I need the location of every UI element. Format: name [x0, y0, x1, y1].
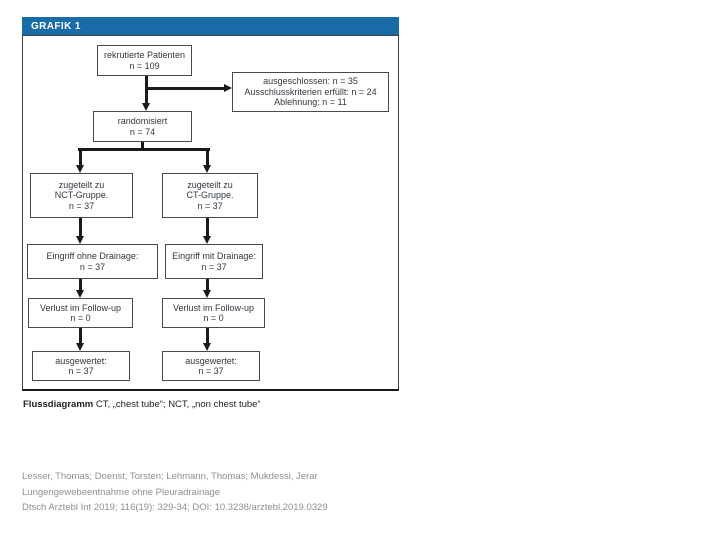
arrow-to-excluded — [145, 87, 224, 90]
node-line: n = 0 — [203, 313, 224, 323]
node-line: ausgewertet: — [55, 355, 107, 366]
node-line: n = 37 — [201, 261, 227, 272]
flow-node-nct-procedure: Eingriff ohne Drainage: n = 37 — [27, 244, 158, 279]
node-line: n = 109 — [129, 60, 160, 71]
figure-caption: Flussdiagramm CT, „chest tube“; NCT, „no… — [23, 399, 399, 410]
flow-node-randomized: randomisiert n = 74 — [93, 111, 192, 142]
arrow-nct-followup-to-analyzed — [79, 328, 82, 343]
arrowhead-down-icon — [203, 165, 211, 173]
citation-block: Lesser, Thomas; Doenst, Torsten; Lehmann… — [22, 469, 442, 516]
flow-node-recruited: rekrutierte Patienten n = 109 — [97, 45, 192, 76]
arrow-ct-group-to-procedure — [206, 218, 209, 236]
arrowhead-down-icon — [203, 236, 211, 244]
flow-node-ct-analyzed: ausgewertet: n = 37 — [162, 351, 260, 381]
arrow-recruited-to-randomized — [145, 76, 148, 104]
node-line: n = 37 — [198, 366, 224, 376]
arrow-split-left — [79, 148, 82, 165]
arrow-ct-followup-to-analyzed — [206, 328, 209, 343]
node-line: NCT-Gruppe. — [54, 190, 109, 201]
arrow-split-bar — [78, 148, 210, 151]
flow-node-nct-group: zugeteilt zu NCT-Gruppe. n = 37 — [30, 173, 133, 218]
arrowhead-down-icon — [203, 290, 211, 298]
node-line: ausgeschlossen: n = 35 — [263, 76, 358, 87]
arrow-split-right — [206, 148, 209, 165]
citation-title: Lungengewebeentnahme ohne Pleuradrainage — [22, 486, 221, 498]
node-line: CT-Gruppe. — [186, 190, 234, 201]
node-line: Eingriff mit Drainage: — [172, 251, 256, 261]
node-line: Eingriff ohne Drainage: — [46, 251, 139, 261]
node-line: Ablehnung: n = 11 — [274, 97, 347, 108]
flow-node-ct-followup: Verlust im Follow-up n = 0 — [162, 298, 265, 328]
node-line: n = 0 — [70, 313, 91, 323]
arrow-nct-group-to-procedure — [79, 218, 82, 236]
node-line: zugeteilt zu — [58, 179, 105, 190]
arrow-ct-procedure-to-followup — [206, 279, 209, 290]
node-line: n = 37 — [197, 200, 223, 211]
arrow-randomized-stem — [141, 142, 144, 151]
arrowhead-down-icon — [76, 236, 84, 244]
figure-header-label: GRAFIK 1 — [31, 20, 81, 32]
arrowhead-down-icon — [76, 165, 84, 173]
citation-authors: Lesser, Thomas; Doenst, Torsten; Lehmann… — [22, 471, 318, 482]
node-line: Verlust im Follow-up — [172, 302, 255, 313]
figure-header-bar: GRAFIK 1 — [22, 17, 399, 35]
arrowhead-down-icon — [76, 290, 84, 298]
caption-lead: Flussdiagramm — [23, 399, 94, 410]
node-line: randomisiert — [117, 116, 168, 126]
node-line: n = 74 — [129, 126, 156, 137]
node-line: n = 37 — [79, 261, 106, 272]
node-line: Ausschlusskriterien erfüllt: n = 24 — [244, 86, 377, 97]
flow-node-ct-procedure: Eingriff mit Drainage: n = 37 — [165, 244, 263, 279]
node-line: ausgewertet: — [185, 355, 237, 366]
caption-text: CT, „chest tube“; NCT, „non chest tube“ — [93, 399, 261, 410]
citation-reference: Dtsch Arztebl Int 2019; 116(19): 329-34;… — [22, 502, 328, 513]
node-line: n = 37 — [68, 366, 94, 376]
flow-node-ct-group: zugeteilt zu CT-Gruppe. n = 37 — [162, 173, 258, 218]
flow-node-nct-analyzed: ausgewertet: n = 37 — [32, 351, 130, 381]
arrowhead-down-icon — [76, 343, 84, 351]
arrowhead-down-icon — [203, 343, 211, 351]
flow-node-nct-followup: Verlust im Follow-up n = 0 — [28, 298, 133, 328]
flow-node-excluded: ausgeschlossen: n = 35 Ausschlusskriteri… — [232, 72, 389, 112]
arrowhead-down-icon — [142, 103, 150, 111]
arrowhead-right-icon — [224, 84, 232, 92]
node-line: rekrutierte Patienten — [103, 50, 186, 60]
node-line: n = 37 — [68, 200, 95, 211]
node-line: Verlust im Follow-up — [39, 302, 122, 313]
node-line: zugeteilt zu — [187, 179, 233, 190]
arrow-nct-procedure-to-followup — [79, 279, 82, 290]
